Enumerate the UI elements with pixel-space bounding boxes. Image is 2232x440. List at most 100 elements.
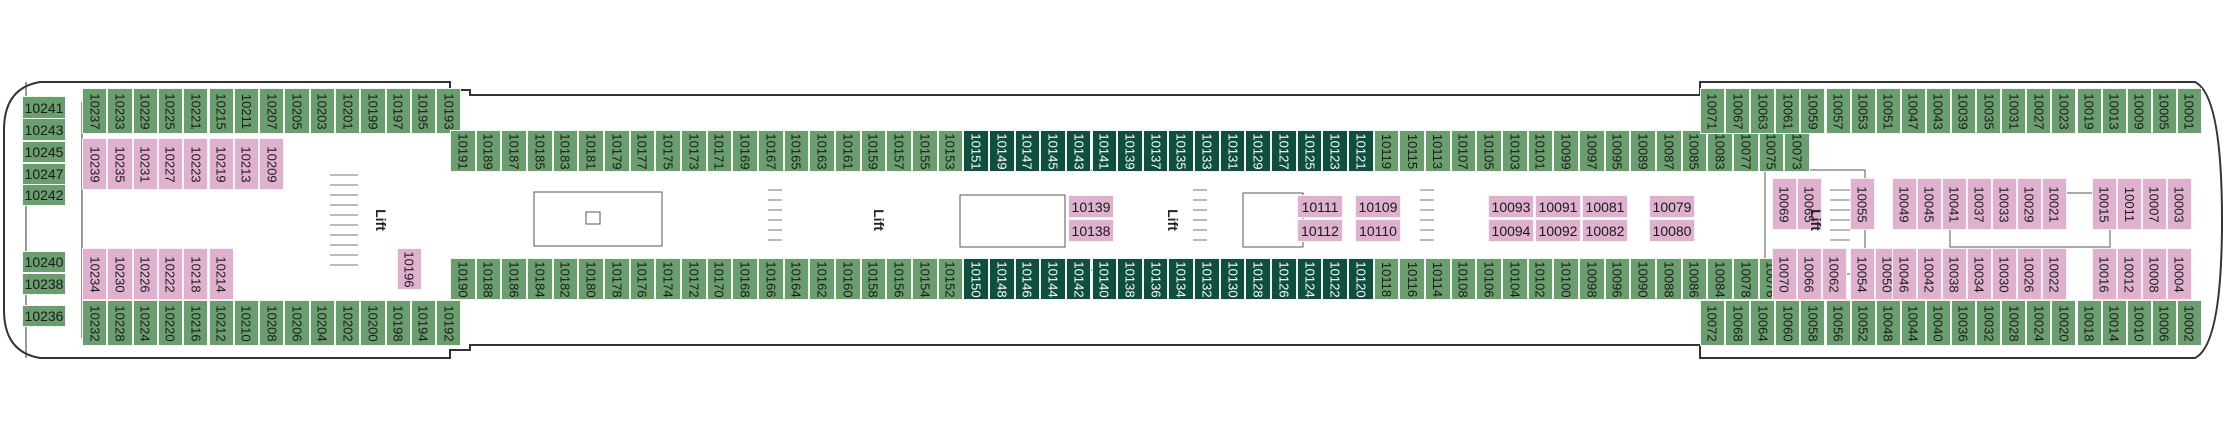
cabin[interactable]: 10140	[1091, 258, 1118, 300]
cabin[interactable]: 10105	[1476, 130, 1503, 172]
cabin[interactable]: 10191	[450, 130, 476, 172]
cabin[interactable]: 10210	[233, 300, 260, 346]
cabin[interactable]: 10219	[208, 138, 234, 190]
cabin[interactable]: 10226	[132, 248, 158, 300]
cabin[interactable]: 10064	[1750, 300, 1776, 346]
cabin[interactable]: 10194	[410, 300, 437, 346]
cabin[interactable]: 10218	[183, 248, 209, 300]
cabin[interactable]: 10037	[1967, 178, 1992, 230]
cabin[interactable]: 10002	[2176, 300, 2202, 346]
cabin[interactable]: 10079	[1649, 195, 1695, 218]
cabin[interactable]: 10045	[1917, 178, 1942, 230]
cabin[interactable]: 10243	[22, 118, 66, 141]
cabin[interactable]: 10060	[1775, 300, 1801, 346]
cabin[interactable]: 10198	[385, 300, 411, 346]
cabin[interactable]: 10157	[886, 130, 912, 172]
cabin[interactable]: 10058	[1800, 300, 1826, 346]
cabin[interactable]: 10186	[501, 258, 527, 300]
cabin[interactable]: 10094	[1488, 219, 1534, 242]
cabin[interactable]: 10151	[963, 130, 989, 172]
cabin[interactable]: 10029	[2017, 178, 2042, 230]
cabin[interactable]: 10119	[1373, 130, 1400, 172]
cabin[interactable]: 10127	[1271, 130, 1297, 172]
cabin[interactable]: 10106	[1476, 258, 1503, 300]
cabin[interactable]: 10012	[2117, 248, 2142, 300]
cabin[interactable]: 10240	[22, 251, 66, 273]
cabin[interactable]: 10212	[208, 300, 234, 346]
cabin[interactable]: 10027	[2026, 88, 2052, 134]
cabin[interactable]: 10195	[410, 88, 437, 134]
cabin[interactable]: 10003	[2167, 178, 2192, 230]
cabin[interactable]: 10005	[2151, 88, 2177, 134]
cabin[interactable]: 10185	[526, 130, 553, 172]
cabin[interactable]: 10172	[680, 258, 707, 300]
cabin[interactable]: 10041	[1942, 178, 1967, 230]
cabin[interactable]: 10056	[1825, 300, 1851, 346]
cabin[interactable]: 10092	[1535, 219, 1581, 242]
cabin[interactable]: 10084	[1707, 258, 1733, 300]
cabin[interactable]: 10192	[436, 300, 462, 346]
cabin[interactable]: 10072	[1700, 300, 1726, 346]
cabin[interactable]: 10046	[1892, 248, 1917, 300]
cabin[interactable]: 10059	[1800, 88, 1826, 134]
cabin[interactable]: 10036	[1951, 300, 1977, 346]
cabin[interactable]: 10170	[706, 258, 733, 300]
cabin[interactable]: 10125	[1296, 130, 1323, 172]
cabin[interactable]: 10100	[1553, 258, 1580, 300]
cabin[interactable]: 10120	[1348, 258, 1374, 300]
cabin[interactable]: 10233	[107, 88, 133, 134]
cabin[interactable]: 10152	[937, 258, 964, 300]
cabin[interactable]: 10053	[1850, 88, 1876, 134]
cabin[interactable]: 10153	[937, 130, 964, 172]
cabin[interactable]: 10123	[1322, 130, 1349, 172]
cabin[interactable]: 10228	[107, 300, 133, 346]
cabin[interactable]: 10078	[1733, 258, 1759, 300]
cabin[interactable]: 10245	[22, 141, 66, 163]
cabin[interactable]: 10082	[1582, 219, 1628, 242]
cabin[interactable]: 10227	[157, 138, 184, 190]
cabin[interactable]: 10225	[157, 88, 184, 134]
cabin[interactable]: 10235	[107, 138, 133, 190]
cabin[interactable]: 10189	[475, 130, 502, 172]
cabin[interactable]: 10165	[783, 130, 810, 172]
cabin[interactable]: 10131	[1219, 130, 1246, 172]
cabin[interactable]: 10014	[2101, 300, 2127, 346]
cabin[interactable]: 10054	[1850, 248, 1875, 300]
cabin[interactable]: 10111	[1297, 195, 1343, 218]
cabin[interactable]: 10209	[259, 138, 285, 190]
cabin[interactable]: 10174	[655, 258, 681, 300]
cabin[interactable]: 10184	[526, 258, 553, 300]
cabin[interactable]: 10135	[1168, 130, 1195, 172]
cabin[interactable]: 10159	[860, 130, 887, 172]
cabin[interactable]: 10112	[1297, 219, 1343, 242]
cabin[interactable]: 10163	[809, 130, 835, 172]
cabin[interactable]: 10096	[1604, 258, 1631, 300]
cabin[interactable]: 10108	[1450, 258, 1477, 300]
cabin[interactable]: 10075	[1758, 130, 1785, 172]
cabin[interactable]: 10134	[1168, 258, 1195, 300]
cabin[interactable]: 10115	[1399, 130, 1426, 172]
cabin[interactable]: 10126	[1271, 258, 1297, 300]
cabin[interactable]: 10149	[988, 130, 1015, 172]
cabin[interactable]: 10132	[1194, 258, 1220, 300]
cabin[interactable]: 10028	[2001, 300, 2027, 346]
cabin[interactable]: 10008	[2142, 248, 2167, 300]
cabin[interactable]: 10098	[1579, 258, 1605, 300]
cabin[interactable]: 10013	[2101, 88, 2127, 134]
cabin[interactable]: 10009	[2126, 88, 2152, 134]
cabin[interactable]: 10116	[1399, 258, 1426, 300]
cabin[interactable]: 10091	[1535, 195, 1581, 218]
cabin[interactable]: 10237	[82, 88, 108, 134]
cabin[interactable]: 10221	[183, 88, 209, 134]
cabin[interactable]: 10016	[2092, 248, 2117, 300]
cabin[interactable]: 10085	[1681, 130, 1708, 172]
cabin[interactable]: 10071	[1700, 88, 1726, 134]
cabin[interactable]: 10073	[1784, 130, 1810, 172]
cabin[interactable]: 10118	[1373, 258, 1400, 300]
cabin[interactable]: 10114	[1425, 258, 1451, 300]
cabin[interactable]: 10044	[1900, 300, 1926, 346]
cabin[interactable]: 10035	[1976, 88, 2002, 134]
cabin[interactable]: 10183	[552, 130, 579, 172]
cabin[interactable]: 10121	[1348, 130, 1374, 172]
cabin[interactable]: 10223	[183, 138, 209, 190]
